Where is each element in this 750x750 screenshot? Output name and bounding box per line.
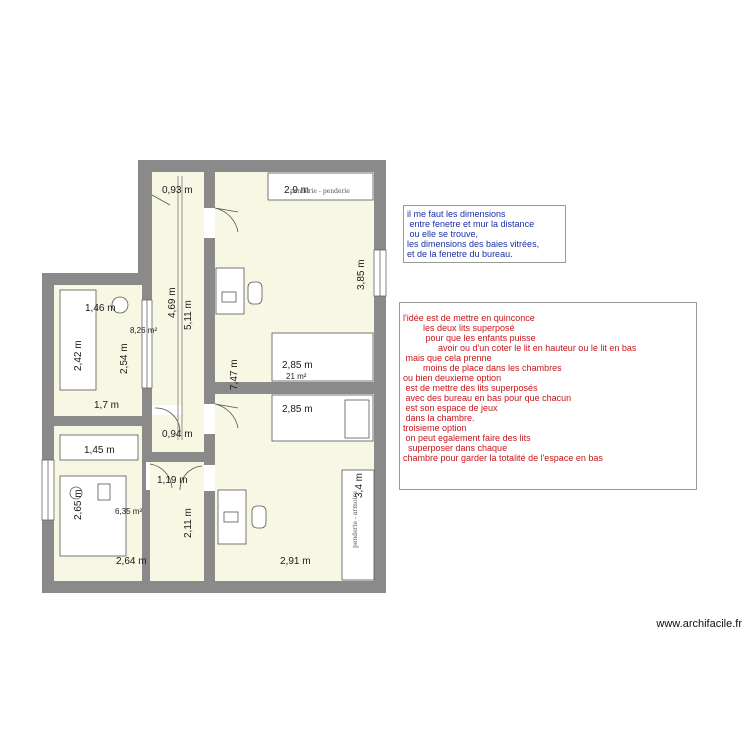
dim-top-hall: 0,93 m (162, 185, 193, 196)
note-red-line: on peut egalement faire des lits (403, 433, 531, 443)
area-bedrooms: 21 m² (286, 372, 307, 381)
note-blue-line: il me faut les dimensions (407, 209, 506, 219)
dim-hall-length-b: 5,11 m (183, 300, 194, 330)
dim-bedroom2-height: 3,4 m (354, 473, 365, 498)
desk-bedroom-1 (215, 267, 245, 315)
chair-bedroom-1 (247, 281, 263, 305)
storage-office (59, 434, 139, 461)
dim-bedroom2-top: 2,85 m (282, 404, 313, 415)
furniture (59, 172, 375, 581)
note-red-line: moins de place dans les chambres (403, 363, 562, 373)
note-red-line: chambre pour garder la totalité de l'esp… (403, 453, 603, 463)
note-dimensions-request: il me faut les dimensions entre fenetre … (403, 205, 566, 263)
dim-hall-width-bottom: 0,94 m (162, 429, 193, 440)
note-red-line: est son espace de jeux (403, 403, 498, 413)
wall-annex-left (42, 273, 54, 593)
door-bedroom-2 (214, 403, 239, 429)
door-stair (149, 463, 173, 489)
dim-stair-width: 1,19 m (157, 475, 188, 486)
note-red-line: l'idée est de mettre en quinconce (403, 313, 535, 323)
note-blue-line: les dimensions des baies vitrées, (407, 239, 540, 249)
dimension-labels: 0,93 m 2,9 m penderie - penderie 3,85 m … (73, 185, 367, 567)
wall-annex-top (42, 273, 152, 285)
area-office: 6,35 m² (115, 507, 142, 516)
note-red-line: les deux lits superposé (403, 323, 515, 333)
note-red-line: ou bien deuxieme option (403, 373, 502, 383)
note-red-line: mais que cela prenne (403, 353, 492, 363)
computer-office (97, 483, 111, 501)
note-red-line: avec des bureau en bas pour que chacun (403, 393, 572, 403)
door-hall (154, 407, 181, 433)
wardrobe-right-label: penderie - armoire (352, 491, 359, 548)
wall-annex-middle (54, 416, 152, 426)
area-hall: 8,26 m² (130, 326, 157, 335)
note-blue-line: entre fenetre et mur la distance (407, 219, 535, 229)
desk-bedroom-2 (217, 489, 247, 545)
dim-left-room-height-a: 2,42 m (73, 340, 84, 371)
dim-office-height: 2,65 m (73, 489, 84, 520)
dim-bedroom1-height: 3,85 m (356, 259, 367, 290)
wall-bedrooms (215, 382, 374, 394)
computer-bedroom-2 (223, 511, 239, 523)
door-bedroom-1 (214, 207, 239, 233)
wardrobe-top-label: penderie - penderie (290, 188, 350, 195)
note-red-line: superposer dans chaque (403, 443, 508, 453)
dim-office-top: 1,45 m (84, 445, 115, 456)
doors (146, 194, 239, 491)
computer-bedroom-1 (221, 291, 237, 303)
dim-left-room-top: 1,46 m (85, 303, 116, 314)
note-red-line: pour que les enfants puisse (403, 333, 536, 343)
pillow-bedroom-2 (344, 399, 370, 439)
dim-bedrooms-total: 7,47 m (229, 359, 240, 390)
note-blue-line: et de la fenetre du bureau. (407, 249, 513, 259)
wall-hall-right (204, 172, 215, 581)
wall-stair-left (142, 448, 150, 581)
dim-office-width: 2,64 m (116, 556, 147, 567)
windows (41, 249, 387, 521)
dim-bedroom1-bottom: 2,85 m (282, 360, 313, 371)
bed-bedroom-1 (271, 332, 374, 382)
note-red-line: avoir ou d'un coter le lit en hauteur ou… (403, 343, 637, 353)
note-blue-line: ou elle se trouve, (407, 229, 479, 239)
door-stair-right (179, 465, 203, 491)
door-top (151, 194, 171, 206)
note-bed-options: l'idée est de mettre en quinconce les de… (399, 302, 697, 490)
dim-bedroom1-top: 2,9 m (284, 185, 309, 196)
wardrobe-right (341, 469, 375, 581)
chair-office (69, 486, 83, 500)
watermark-archifacile[interactable]: www.archifacile.fr (656, 618, 742, 630)
dim-hall-length-a: 4,69 m (167, 287, 178, 318)
wall-right (374, 160, 386, 593)
wall-bottom (42, 581, 386, 593)
hall-rails (177, 176, 183, 440)
desk-office (59, 475, 127, 557)
note-red-line: dans la chambre. (403, 413, 475, 423)
note-red-line: est de mettre des lits superposés (403, 383, 538, 393)
wall-top (138, 160, 386, 172)
dim-left-room-width: 1,7 m (94, 400, 119, 411)
walls (42, 160, 386, 593)
wardrobe-top (267, 172, 374, 201)
sofa-left-room (59, 289, 97, 391)
toilet-left-room (111, 296, 129, 314)
dim-left-room-height-b: 2,54 m (119, 343, 130, 374)
dim-stair-height: 2,11 m (183, 508, 194, 538)
wall-stair-top (150, 452, 204, 462)
dim-bedroom2-width: 2,91 m (280, 556, 311, 567)
floor-stair (150, 462, 204, 581)
chair-bedroom-2 (251, 505, 267, 529)
note-red-line: troisieme option (403, 423, 467, 433)
